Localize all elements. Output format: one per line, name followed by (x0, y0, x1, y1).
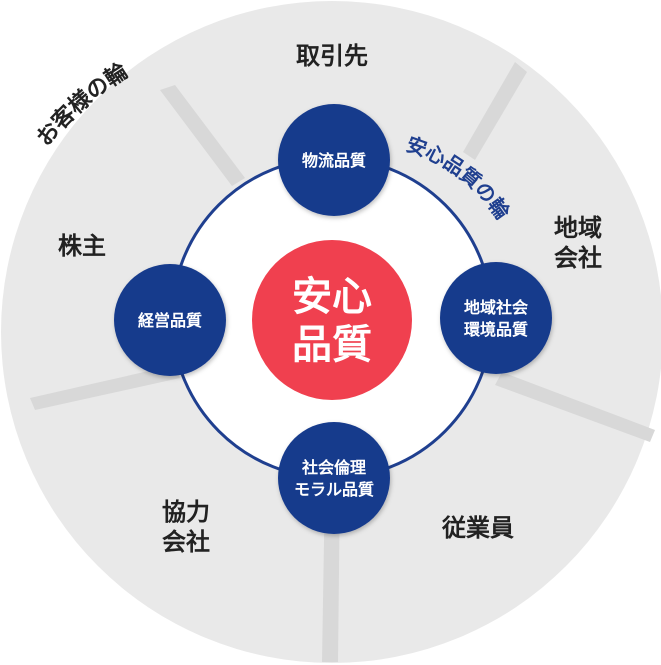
segment-label-0-line-0: 取引先 (296, 42, 368, 70)
center-circle (252, 240, 412, 400)
quality-node-3 (114, 264, 226, 376)
quality-node-2 (278, 422, 390, 534)
quality-node-1-label-1: 環境品質 (464, 320, 528, 339)
quality-node-2-label-0: 社会倫理 (301, 458, 366, 477)
quality-node-1 (440, 262, 552, 374)
segment-label-1-line-1: 会社 (554, 244, 602, 272)
quality-node-0 (278, 104, 390, 216)
quality-node-3-label-0: 経営品質 (138, 311, 202, 330)
quality-node-1-label-0: 地域社会 (464, 298, 528, 317)
segment-label-4-line-0: 株主 (58, 232, 106, 260)
segment-label-3-line-1: 会社 (162, 528, 210, 556)
quality-node-0-label-0: 物流品質 (302, 151, 366, 170)
center-line-1: 安心 (292, 274, 372, 320)
segment-label-3-line-0: 協力 (162, 498, 210, 526)
segment-label-1-line-0: 地域 (554, 214, 602, 242)
quality-node-2-label-1: モラル品質 (294, 480, 374, 499)
segment-label-2-line-0: 従業員 (441, 514, 514, 542)
center-line-2: 品質 (292, 322, 372, 368)
